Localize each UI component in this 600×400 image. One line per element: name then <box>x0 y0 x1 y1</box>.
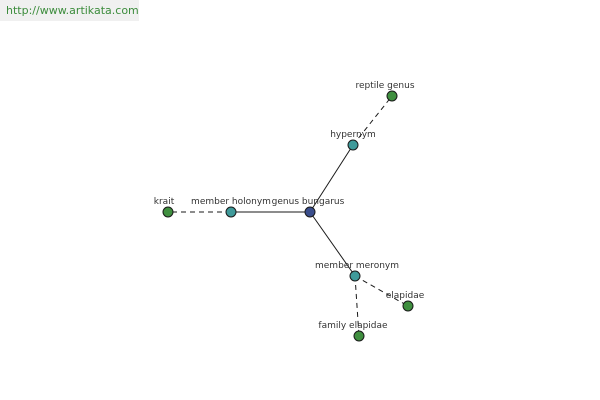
label-krait[interactable]: krait <box>154 197 175 207</box>
node-family-elapidae[interactable] <box>353 330 365 342</box>
node-member-holonym[interactable] <box>225 206 237 218</box>
label-member-meronym[interactable]: member meronym <box>315 261 399 271</box>
labels-layer: genus bungarus hypernym member holonym memb… <box>154 81 425 331</box>
edge-member-meronym-to-elapidae <box>354 275 409 307</box>
node-elapidae[interactable] <box>402 300 414 312</box>
edge-hypernym-to-reptile-genus <box>352 95 393 146</box>
edge-member-meronym-to-family-elapidae <box>354 275 360 337</box>
label-hypernym[interactable]: hypernym <box>330 130 376 140</box>
label-elapidae[interactable]: elapidae <box>386 291 425 301</box>
node-krait[interactable] <box>162 206 174 218</box>
label-genus-bungarus[interactable]: genus bungarus <box>272 197 345 207</box>
node-genus-bungarus[interactable] <box>304 206 316 218</box>
edges-layer <box>168 95 409 337</box>
label-member-holonym[interactable]: member holonym <box>191 197 271 207</box>
edge-genus-bungarus-to-member-meronym <box>309 211 356 277</box>
node-member-meronym[interactable] <box>349 270 361 282</box>
node-hypernym[interactable] <box>347 139 359 151</box>
label-family-elapidae[interactable]: family elapidae <box>318 321 388 331</box>
label-reptile-genus[interactable]: reptile genus <box>355 81 414 91</box>
nodes-layer <box>162 90 414 342</box>
edge-genus-bungarus-to-hypernym <box>309 144 354 213</box>
node-reptile-genus[interactable] <box>386 90 398 102</box>
source-url-banner[interactable]: http://www.artikata.com <box>0 0 139 21</box>
